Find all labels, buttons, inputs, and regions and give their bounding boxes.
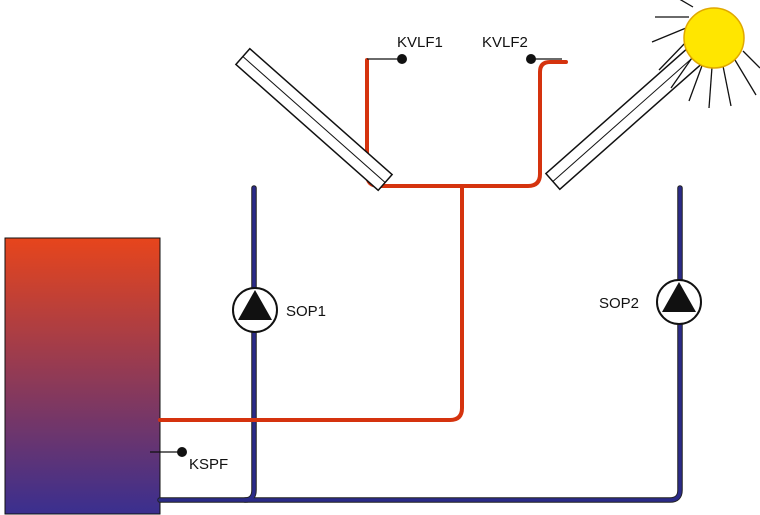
cold-pipe	[158, 186, 682, 502]
sensor-label-kvlf1: KVLF1	[397, 34, 443, 51]
sun-icon	[651, 0, 760, 109]
pump-icon	[656, 279, 702, 325]
collector-2	[544, 46, 704, 191]
pump-label-sop2: SOP2	[599, 295, 639, 312]
sensor-label-kspf: KSPF	[189, 456, 228, 473]
sensor-label-kvlf2: KVLF2	[482, 34, 528, 51]
storage-tank	[4, 237, 161, 515]
cold-pipe-outline	[157, 185, 683, 503]
hot-pipe	[158, 58, 568, 422]
pump-icon	[232, 287, 278, 333]
temperature-sensor-icon	[526, 54, 562, 64]
temperature-sensor-icon	[367, 54, 407, 64]
collector-1	[234, 47, 394, 192]
temperature-sensor-icon	[150, 447, 187, 457]
pump-label-sop1: SOP1	[286, 303, 326, 320]
